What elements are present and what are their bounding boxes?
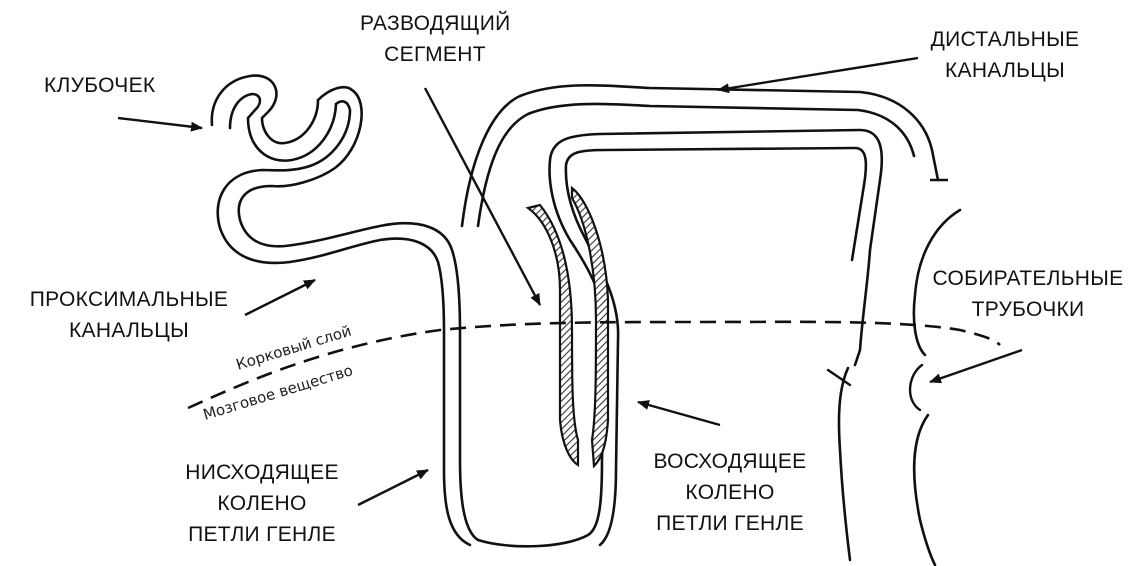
arrow-descending-limb [358,470,428,505]
label-ascending-limb: ВОСХОДЯЩЕЕ КОЛЕНО ПЕТЛИ ГЕНЛЕ [636,446,824,539]
collecting-duct-notch [910,365,922,410]
label-descending-limb: НИСХОДЯЩЕЕ КОЛЕНО ПЕТЛИ ГЕНЛЕ [168,457,356,550]
label-efferent-segment-line-2: СЕГМЕНТ [360,39,510,70]
label-collecting-ducts: СОБИРАТЕЛЬНЫЕ ТРУБОЧКИ [918,263,1138,325]
arrow-efferent-segment [425,88,540,305]
label-descending-limb-line-3: ПЕТЛИ ГЕНЛЕ [168,519,356,550]
arrow-ascending-limb [638,402,720,425]
label-efferent-segment: РАЗВОДЯЩИЙ СЕГМЕНТ [360,8,510,70]
arrow-glomerulus [118,118,202,128]
arrow-collecting-ducts [930,350,1022,382]
label-distal-tubules: ДИСТАЛЬНЫЕ КАНАЛЬЦЫ [930,24,1080,86]
label-distal-tubules-line-2: КАНАЛЬЦЫ [930,55,1080,86]
label-efferent-segment-line-1: РАЗВОДЯЩИЙ [360,8,510,39]
label-ascending-limb-line-1: ВОСХОДЯЩЕЕ [636,446,824,477]
hatched-segment-left [528,205,578,465]
label-ascending-limb-line-3: ПЕТЛИ ГЕНЛЕ [636,508,824,539]
arrow-distal-tubules [718,58,918,90]
label-glomerulus-line-1: КЛУБОЧЕК [44,70,155,101]
collecting-duct-right-wall-lower [914,415,935,565]
label-distal-tubules-line-1: ДИСТАЛЬНЫЕ [930,24,1080,55]
collecting-duct-left-wall [839,368,850,560]
label-descending-limb-line-2: КОЛЕНО [168,488,356,519]
label-collecting-ducts-line-1: СОБИРАТЕЛЬНЫЕ [918,263,1138,294]
hatched-segment-right [572,188,608,466]
label-proximal-tubules-line-2: КАНАЛЬЦЫ [4,315,254,346]
arrow-proximal-tubules [245,280,315,315]
label-descending-limb-line-1: НИСХОДЯЩЕЕ [168,457,356,488]
label-collecting-ducts-line-2: ТРУБОЧКИ [918,294,1138,325]
label-ascending-limb-line-2: КОЛЕНО [636,477,824,508]
label-proximal-tubules-line-1: ПРОКСИМАЛЬНЫЕ [4,284,254,315]
label-glomerulus: КЛУБОЧЕК [44,70,155,101]
label-proximal-tubules: ПРОКСИМАЛЬНЫЕ КАНАЛЬЦЫ [4,284,254,346]
